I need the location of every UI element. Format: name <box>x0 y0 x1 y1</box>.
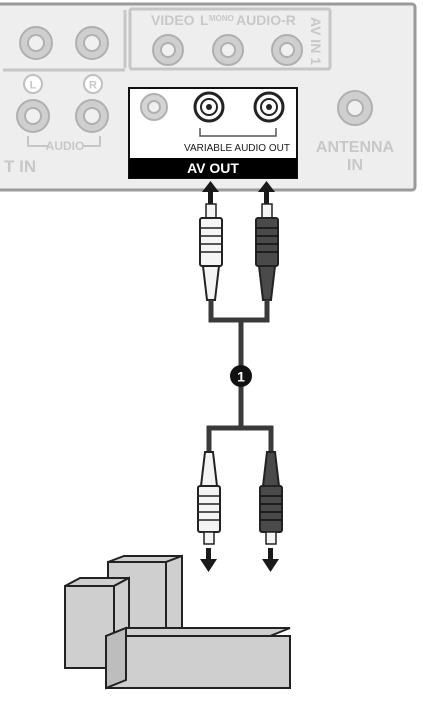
av-in-labels: VIDEO L MONO AUDIO-R AV IN 1 <box>151 12 324 65</box>
svg-text:AV OUT: AV OUT <box>187 160 239 176</box>
lower-red-rca-plug <box>259 451 283 545</box>
svg-text:MONO: MONO <box>209 14 234 23</box>
left-channel-marker: L <box>23 74 43 94</box>
down-arrow-right-icon <box>262 548 279 572</box>
svg-text:L: L <box>30 80 37 92</box>
up-arrow-left-icon <box>202 181 219 204</box>
step-number-badge: 1 <box>230 365 252 387</box>
audio-bracket: AUDIO <box>27 136 101 153</box>
audio-in-right-jack <box>75 99 109 133</box>
antenna-in-label: ANTENNA IN <box>316 139 395 174</box>
svg-text:1: 1 <box>237 369 245 385</box>
audio-in-left-jack <box>16 99 50 133</box>
svg-text:AV IN 1: AV IN 1 <box>308 17 324 65</box>
svg-text:R: R <box>89 80 97 92</box>
svg-text:VIDEO: VIDEO <box>151 12 195 28</box>
down-arrow-left-icon <box>200 548 217 572</box>
variable-audio-out-bracket: VARIABLE AUDIO OUT <box>184 128 290 154</box>
up-arrow-right-icon <box>258 181 275 204</box>
svg-text:L: L <box>200 12 209 28</box>
av-in-video-jack <box>152 34 184 66</box>
audio-system-device <box>64 554 291 690</box>
svg-text:IN: IN <box>347 157 363 174</box>
right-channel-marker: R <box>83 74 103 94</box>
upper-red-rca-plug <box>255 203 279 301</box>
component-in-label: T IN <box>4 157 36 176</box>
antenna-in-jack <box>337 90 373 126</box>
av-out-video-jack <box>140 93 168 121</box>
av-in-audio-right-jack <box>271 34 303 66</box>
top-left-jack-1 <box>19 26 53 60</box>
variable-audio-out-right-jack <box>253 91 285 123</box>
upper-white-rca-plug <box>199 203 223 301</box>
svg-text:AUDIO-R: AUDIO-R <box>236 12 296 28</box>
top-left-jack-2 <box>75 26 109 60</box>
lower-white-rca-plug <box>197 451 221 545</box>
variable-audio-out-left-jack <box>193 91 225 123</box>
svg-text:AUDIO: AUDIO <box>46 139 85 153</box>
av-in-audio-left-jack <box>212 34 244 66</box>
svg-text:VARIABLE AUDIO OUT: VARIABLE AUDIO OUT <box>184 143 290 154</box>
svg-text:ANTENNA: ANTENNA <box>316 139 395 156</box>
